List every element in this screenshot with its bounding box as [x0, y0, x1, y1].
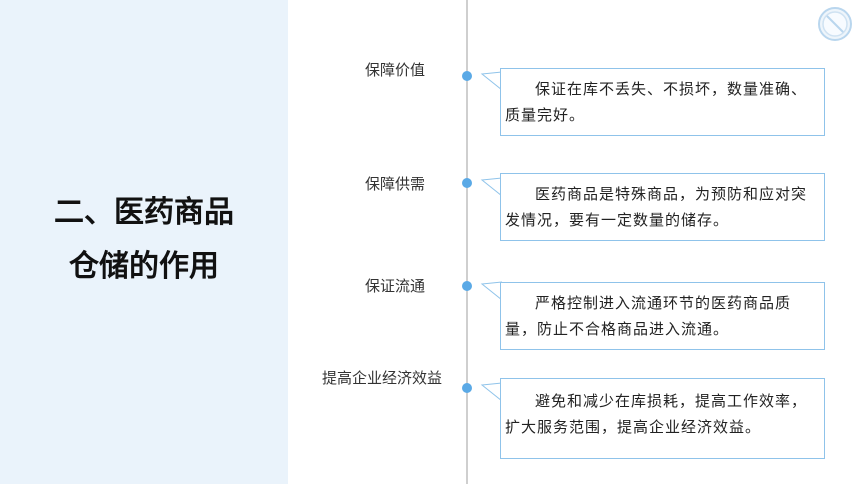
- item-label-4: 提高企业经济效益: [322, 369, 443, 387]
- timeline-line: [466, 0, 468, 484]
- timeline-dot-3: [462, 281, 472, 291]
- timeline-dot-2: [462, 178, 472, 188]
- item-label-1: 保障价值: [364, 61, 425, 79]
- description-box-3: 严格控制进入流通环节的医药商品质量，防止不合格商品进入流通。: [500, 282, 825, 350]
- timeline-dot-4: [462, 383, 472, 393]
- description-text-4: 避免和减少在库损耗，提高工作效率，扩大服务范围，提高企业经济效益。: [505, 392, 808, 436]
- callout-arrow-1: [480, 71, 502, 91]
- callout-arrow-2: [480, 177, 502, 197]
- callout-arrow-4: [480, 382, 502, 402]
- left-panel: [0, 0, 288, 484]
- circle-slash-icon[interactable]: [817, 6, 853, 42]
- description-text-3: 严格控制进入流通环节的医药商品质量，防止不合格商品进入流通。: [505, 294, 792, 338]
- description-box-1: 保证在库不丢失、不损坏，数量准确、质量完好。: [500, 68, 825, 136]
- item-label-2: 保障供需: [364, 175, 425, 193]
- title-line-1: 二、医药商品: [54, 195, 234, 230]
- description-text-1: 保证在库不丢失、不损坏，数量准确、质量完好。: [505, 80, 808, 124]
- page-title: 二、医药商品 仓储的作用: [0, 186, 288, 294]
- timeline-dot-1: [462, 71, 472, 81]
- description-box-4: 避免和减少在库损耗，提高工作效率，扩大服务范围，提高企业经济效益。: [500, 378, 825, 459]
- description-text-2: 医药商品是特殊商品，为预防和应对突发情况，要有一定数量的储存。: [505, 185, 808, 229]
- description-box-2: 医药商品是特殊商品，为预防和应对突发情况，要有一定数量的储存。: [500, 173, 825, 241]
- callout-arrow-3: [480, 281, 502, 301]
- item-label-3: 保证流通: [364, 277, 425, 295]
- title-line-2: 仓储的作用: [69, 249, 219, 284]
